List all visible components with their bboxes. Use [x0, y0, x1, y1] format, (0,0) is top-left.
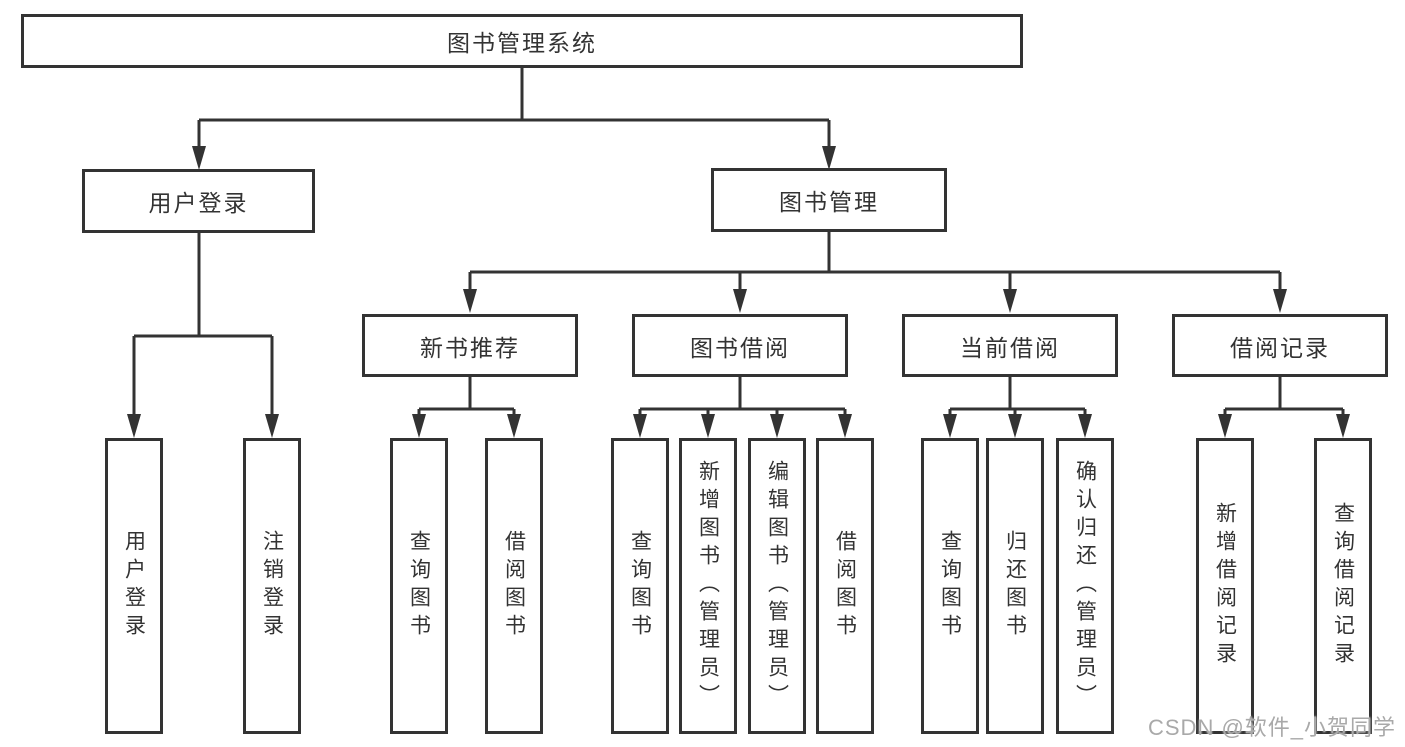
arrowhead-icon: [507, 414, 521, 438]
arrowhead-icon: [412, 414, 426, 438]
arrowhead-icon: [127, 414, 141, 438]
leaf-newbook-query-books: 查询图书: [390, 438, 448, 734]
leaf-user-login: 用户登录: [105, 438, 163, 734]
leaf-newbook-borrow-books: 借阅图书: [485, 438, 543, 734]
node-new-book-recommend: 新书推荐: [362, 314, 578, 377]
arrowhead-icon: [943, 414, 957, 438]
node-user-login: 用户登录: [82, 169, 315, 233]
arrowhead-icons: [127, 146, 1350, 438]
node-root: 图书管理系统: [21, 14, 1023, 68]
arrowhead-icon: [1336, 414, 1350, 438]
leaf-borrowing-query-books: 查询图书: [611, 438, 669, 734]
leaf-borrowing-edit-books-admin: 编辑图书（管理员）: [748, 438, 806, 734]
leaf-current-confirm-return-admin: 确认归还（管理员）: [1056, 438, 1114, 734]
arrowhead-icon: [822, 146, 836, 170]
node-current-borrowing: 当前借阅: [902, 314, 1118, 377]
arrowhead-icon: [1003, 289, 1017, 313]
leaf-borrowing-add-books-admin: 新增图书（管理员）: [679, 438, 737, 734]
arrowhead-icon: [1008, 414, 1022, 438]
csdn-watermark: CSDN @软件_小贺同学: [1148, 715, 1397, 740]
arrowhead-icon: [770, 414, 784, 438]
leaf-current-return-books: 归还图书: [986, 438, 1044, 734]
arrowhead-icon: [1273, 289, 1287, 313]
leaf-records-add-record: 新增借阅记录: [1196, 438, 1254, 734]
arrowhead-icon: [1218, 414, 1232, 438]
arrowhead-icon: [1078, 414, 1092, 438]
arrowhead-icon: [838, 414, 852, 438]
node-book-management: 图书管理: [711, 168, 947, 232]
node-book-borrowing: 图书借阅: [632, 314, 848, 377]
arrowhead-icon: [192, 146, 206, 170]
arrowhead-icon: [265, 414, 279, 438]
arrowhead-icon: [733, 289, 747, 313]
leaf-current-query-books: 查询图书: [921, 438, 979, 734]
arrowhead-icon: [633, 414, 647, 438]
leaf-records-query-record: 查询借阅记录: [1314, 438, 1372, 734]
arrowhead-icon: [463, 289, 477, 313]
leaf-borrowing-borrow-books: 借阅图书: [816, 438, 874, 734]
leaf-logout: 注销登录: [243, 438, 301, 734]
arrowhead-icon: [701, 414, 715, 438]
node-borrowing-records: 借阅记录: [1172, 314, 1388, 377]
